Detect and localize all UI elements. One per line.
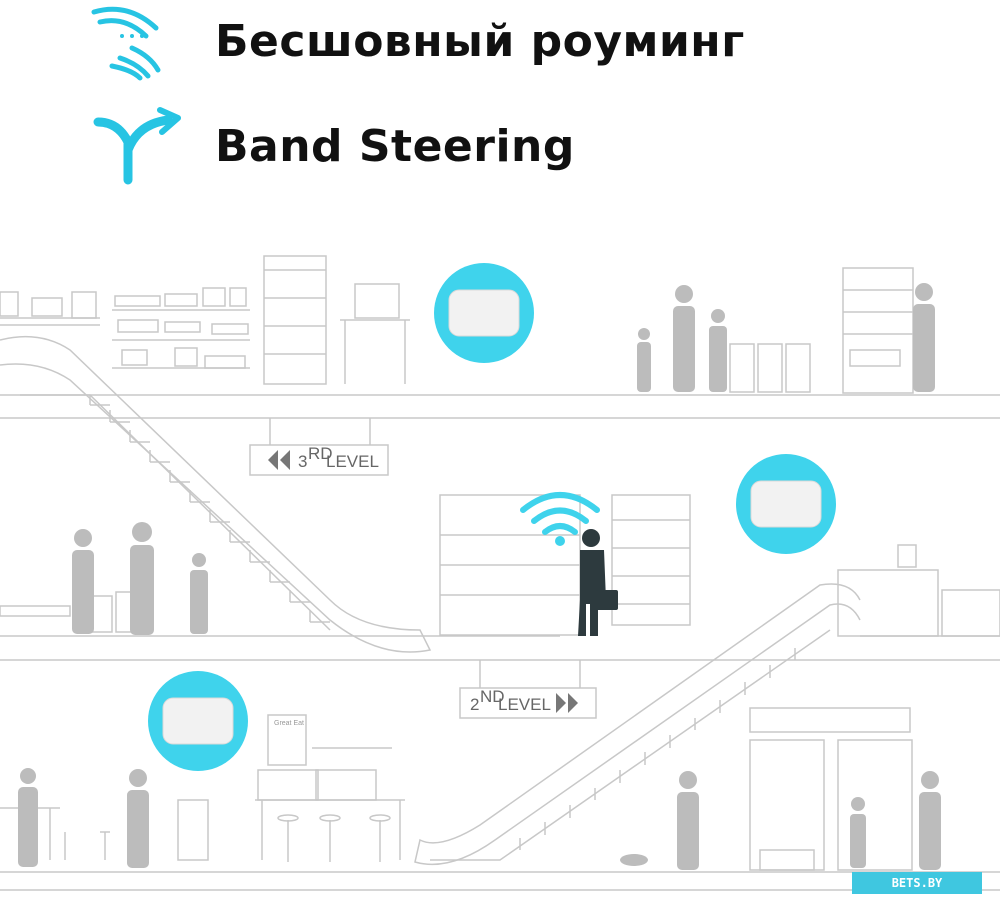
grocery-store	[439, 494, 1000, 637]
access-point	[736, 454, 836, 554]
person	[18, 768, 38, 867]
level3-sign	[249, 418, 389, 476]
cafe	[0, 714, 405, 861]
people	[18, 283, 941, 870]
level2-sign-ordinal: ND	[480, 687, 505, 706]
floor-1	[0, 871, 1000, 891]
stools	[277, 814, 391, 862]
level3-sign-ordinal: RD	[308, 444, 333, 463]
restrooms	[749, 707, 913, 871]
person	[130, 522, 154, 635]
electronics-store	[0, 255, 410, 385]
dog	[620, 854, 648, 866]
level2-sign-content: 2 ND LEVEL	[470, 687, 578, 714]
person	[673, 285, 695, 392]
person	[127, 769, 149, 868]
floor-2	[0, 635, 1000, 661]
escalator-upper	[0, 335, 432, 653]
wifi-roaming-icon	[91, 6, 161, 81]
man-with-phone	[578, 529, 618, 636]
vending-area	[729, 267, 914, 394]
person	[677, 771, 699, 870]
level3-sign-word: LEVEL	[326, 452, 379, 471]
person	[72, 529, 94, 634]
bench-area	[0, 591, 139, 633]
band-steering-icon	[93, 107, 181, 185]
feature-title: Бесшовный роуминг	[215, 16, 745, 67]
person	[709, 309, 727, 392]
level2-sign-num: 2	[470, 695, 479, 714]
access-point	[434, 263, 534, 363]
menu-board-title: Great Eat	[274, 720, 304, 727]
person	[190, 553, 208, 634]
access-point	[148, 671, 248, 771]
person	[913, 283, 935, 392]
watermark: BETS.BY	[852, 872, 982, 894]
person	[637, 328, 651, 392]
feature-title: Band Steering	[215, 121, 575, 172]
wifi-signal	[520, 492, 600, 535]
escalator-lower	[414, 583, 861, 866]
level2-sign	[459, 660, 597, 719]
person	[850, 797, 866, 868]
level3-sign-num: 3	[298, 452, 307, 471]
person	[919, 771, 941, 870]
level2-sign-word: LEVEL	[498, 695, 551, 714]
floor-3	[0, 394, 1000, 419]
level3-sign-content: 3 RD LEVEL	[268, 444, 379, 471]
